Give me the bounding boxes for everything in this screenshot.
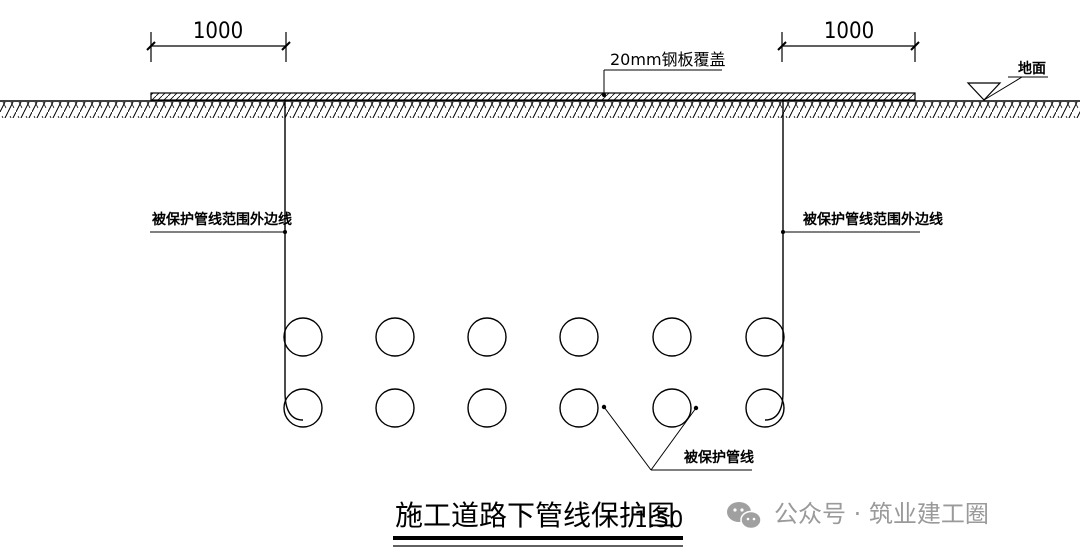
steel-plate-label: 20mm钢板覆盖 (610, 50, 726, 69)
pipes-label: 被保护管线 (684, 449, 754, 466)
pipe (745, 388, 785, 428)
ground-surface (0, 100, 1080, 118)
watermark: 公众号 · 筑业建工圈 (727, 500, 989, 530)
dimension-right: 1000 (777, 19, 920, 62)
watermark-text: 公众号 · 筑业建工圈 (774, 500, 989, 528)
pipe (467, 317, 507, 357)
pipe (375, 388, 415, 428)
pipe (283, 388, 323, 428)
wechat-icon (727, 502, 762, 530)
dimension-left: 1000 (146, 19, 291, 62)
dimension-left-value: 1000 (193, 19, 243, 44)
pipe (559, 317, 599, 357)
boundary-right-label: 被保护管线范围外边线 (803, 211, 943, 228)
pipes-callout: 被保护管线 (601, 404, 754, 471)
pipe (745, 317, 785, 357)
boundary-callout-left: 被保护管线范围外边线 (150, 211, 292, 234)
drawing-title: 施工道路下管线保护图 (395, 499, 675, 532)
pipe (467, 388, 507, 428)
drawing-title-block: 施工道路下管线保护图 1:50 (393, 499, 683, 547)
boundary-left-label: 被保护管线范围外边线 (152, 211, 292, 228)
ground-label: 地面 (1018, 60, 1046, 77)
pipe (283, 317, 323, 357)
steel-plate-callout: 20mm钢板覆盖 (602, 50, 726, 97)
pipe (652, 388, 692, 428)
pipe (652, 317, 692, 357)
dimension-right-value: 1000 (824, 19, 874, 44)
ground-level-symbol: 地面 (966, 60, 1048, 101)
steel-plate (150, 92, 916, 101)
pipe-row-top (283, 317, 785, 357)
protection-boundary (284, 101, 784, 421)
pipe-row-bottom (283, 388, 785, 428)
drawing-scale: 1:50 (634, 508, 683, 533)
pipe (559, 388, 599, 428)
pipe (375, 317, 415, 357)
boundary-callout-right: 被保护管线范围外边线 (781, 211, 943, 234)
